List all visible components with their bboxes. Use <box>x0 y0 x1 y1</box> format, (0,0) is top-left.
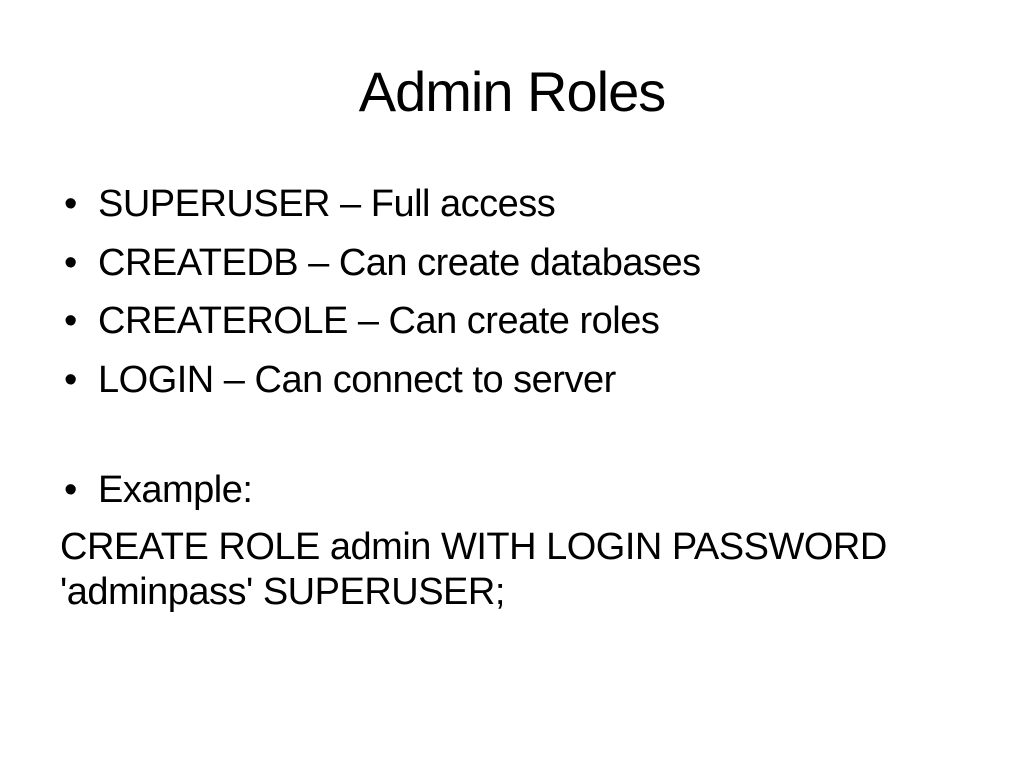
bullet-text: SUPERUSER – Full access <box>98 183 556 226</box>
bullet-icon: • <box>64 183 77 226</box>
sql-example-text: CREATE ROLE admin WITH LOGIN PASSWORD 'a… <box>60 526 887 613</box>
example-item: • Example: <box>60 468 964 514</box>
bullet-text: LOGIN – Can connect to server <box>98 358 616 401</box>
bullet-item: • CREATEDB – Can create databases <box>60 241 964 287</box>
bullet-item: • CREATEROLE – Can create roles <box>60 299 964 345</box>
bullet-text: CREATEDB – Can create databases <box>98 241 701 284</box>
bullet-item: • LOGIN – Can connect to server <box>60 358 964 404</box>
bullet-icon: • <box>64 358 77 401</box>
bullet-icon: • <box>64 468 77 511</box>
bullet-icon: • <box>64 241 77 284</box>
slide-title: Admin Roles <box>358 60 666 123</box>
bullet-list: • SUPERUSER – Full access • CREATEDB – C… <box>60 182 964 513</box>
bullet-item: • SUPERUSER – Full access <box>60 182 964 228</box>
example-label: Example: <box>98 468 253 511</box>
slide-body: • SUPERUSER – Full access • CREATEDB – C… <box>60 182 964 615</box>
bullet-icon: • <box>64 300 77 343</box>
bullet-text: CREATEROLE – Can create roles <box>98 300 660 343</box>
